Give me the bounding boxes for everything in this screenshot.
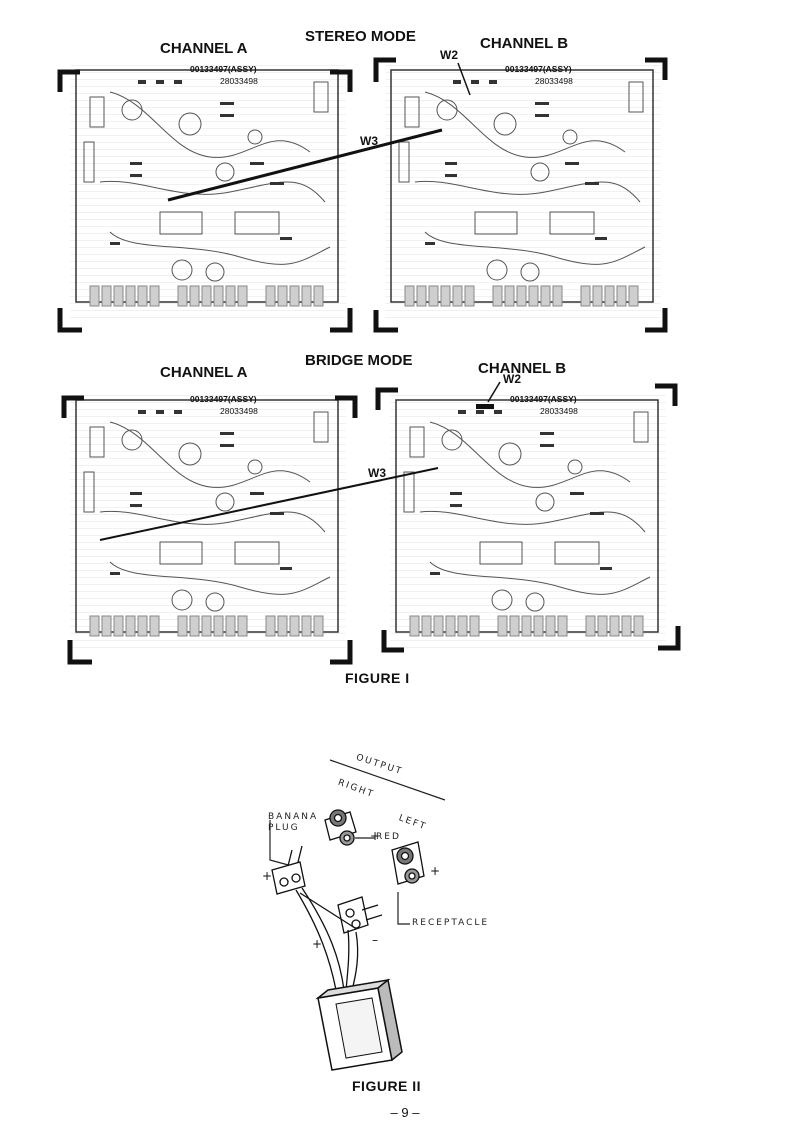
part-number-label: 28033498 <box>220 406 258 416</box>
assy-label: 00133497(ASSY) <box>505 64 572 74</box>
bridge-channel-a-label: CHANNEL A <box>160 364 248 381</box>
receptacle-leader <box>397 892 410 925</box>
stereo-w3-label: W3 <box>360 134 378 148</box>
figure-1-caption: FIGURE I <box>345 670 410 686</box>
banana-plug-center <box>337 896 383 934</box>
assy-label: 00133497(ASSY) <box>190 394 257 404</box>
plug-label: PLUG <box>268 823 300 833</box>
left-output-jack <box>391 841 425 885</box>
banana-leader <box>269 820 293 867</box>
stereo-w2-label: W2 <box>440 48 458 62</box>
svg-text:+: + <box>370 829 380 843</box>
speaker-box <box>315 978 403 1071</box>
stereo-channel-b-label: CHANNEL B <box>480 35 569 52</box>
page-number: – 9 – <box>390 1105 420 1120</box>
stereo-mode-title: STEREO MODE <box>305 28 416 45</box>
bridge-mode-title: BRIDGE MODE <box>305 352 413 369</box>
part-number-label: 28033498 <box>535 76 573 86</box>
banana-label: BANANA <box>268 812 319 822</box>
svg-text:–: – <box>372 933 378 947</box>
output-leader-line <box>329 759 446 801</box>
svg-text:+: + <box>262 869 272 883</box>
svg-text:+: + <box>312 937 322 951</box>
part-number-label: 28033498 <box>540 406 578 416</box>
part-number-label: 28033498 <box>220 76 258 86</box>
bridge-channel-b-label: CHANNEL B <box>478 360 567 377</box>
assy-label: 00133497(ASSY) <box>510 394 577 404</box>
polarity-marks: + + + + – <box>262 829 440 951</box>
figure-2-caption: FIGURE II <box>352 1078 422 1094</box>
red-label: RED <box>376 832 401 842</box>
bridge-w2-label: W2 <box>503 372 521 386</box>
banana-plug-left <box>271 845 306 895</box>
assy-label: 00133497(ASSY) <box>190 64 257 74</box>
right-output-jack <box>324 809 357 846</box>
stereo-channel-a-label: CHANNEL A <box>160 40 248 57</box>
receptacle-label: RECEPTACLE <box>412 918 490 928</box>
svg-text:+: + <box>430 864 440 878</box>
circuit-board-drawing <box>390 69 654 307</box>
bridge-w3-label: W3 <box>368 466 386 480</box>
speaker-cable <box>295 887 359 991</box>
